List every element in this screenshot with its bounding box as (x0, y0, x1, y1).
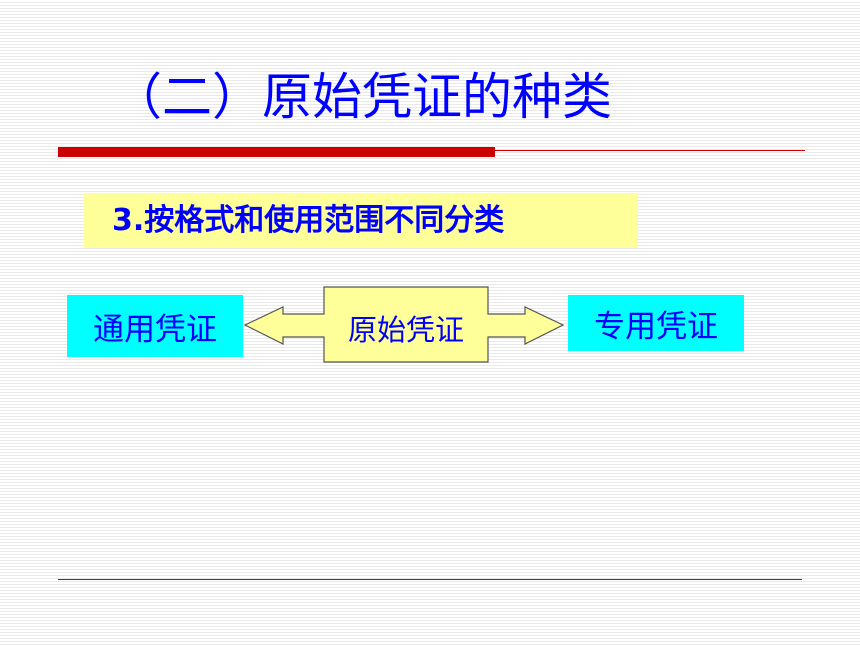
footer-rule (58, 579, 802, 580)
title-underline-thin (495, 150, 805, 151)
title-underline-thick (58, 147, 495, 157)
general-voucher-box: 通用凭证 (67, 295, 243, 357)
special-voucher-box: 专用凭证 (568, 295, 744, 351)
original-voucher-label: 原始凭证 (347, 313, 464, 347)
center-callout-shape (243, 286, 565, 363)
slide-title: （二）原始凭证的种类 (112, 68, 612, 126)
subtitle-box: 3.按格式和使用范围不同分类 (84, 193, 638, 248)
